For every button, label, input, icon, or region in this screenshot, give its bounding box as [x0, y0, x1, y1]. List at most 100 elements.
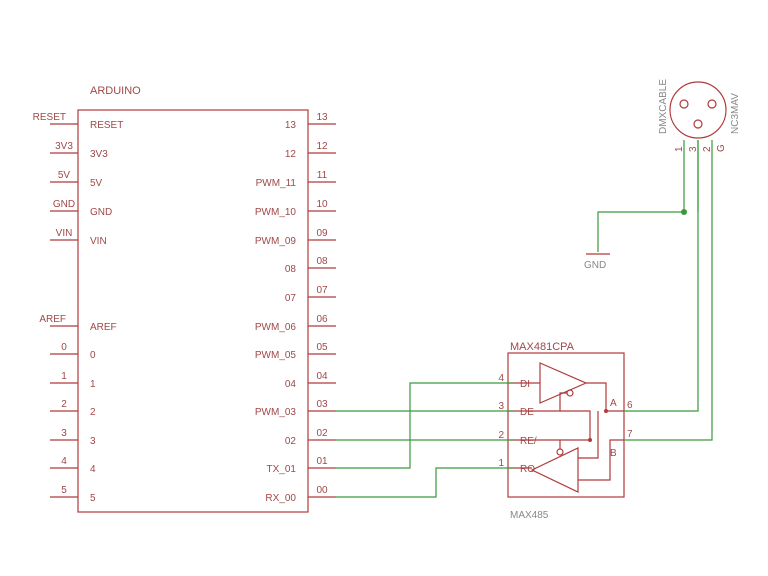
arduino-right-num-1: 12: [316, 141, 328, 152]
dmx-pin-num-3: G: [716, 144, 727, 152]
dmx-name: DMXCABLE: [658, 79, 669, 134]
b-internal: [578, 439, 624, 481]
dmx-pin-num-0: 1: [674, 146, 685, 152]
arduino-right-num-12: 01: [316, 456, 328, 467]
arduino-right-num-9: 04: [316, 371, 328, 382]
wire-tx-di: [336, 382, 514, 469]
max485-pin-num-1: 3: [498, 401, 504, 412]
arduino-left-label-3: GND: [90, 207, 112, 218]
arduino-left-net-0: RESET: [33, 112, 66, 123]
max485-pin-num-0: 4: [498, 373, 504, 384]
arduino-left-net-5: AREF: [39, 314, 66, 325]
arduino-left-label-6: 0: [90, 350, 96, 361]
driver-enable-bubble: [566, 389, 574, 397]
rx-a-internal: [578, 411, 599, 459]
arduino-right-label-10: PWM_03: [255, 407, 297, 418]
wire-a: [624, 140, 699, 412]
arduino-right-num-4: 09: [316, 228, 328, 239]
arduino-right-label-6: 07: [285, 293, 297, 304]
arduino-left-net-2: 5V: [58, 170, 71, 181]
max485-pin-label-1: DE: [520, 407, 534, 418]
arduino-left-net-8: 2: [61, 399, 67, 410]
receiver-enable-bubble: [556, 448, 564, 456]
arduino-right-label-1: 12: [285, 149, 297, 160]
dmx-connector-body: [669, 81, 727, 139]
arduino-right-pins: 1313121211PWM_1110PWM_1009PWM_0908080707…: [255, 112, 336, 504]
arduino-right-label-0: 13: [285, 120, 297, 131]
arduino-right-label-13: RX_00: [265, 493, 296, 504]
arduino-right-num-0: 13: [316, 112, 328, 123]
arduino-body: [77, 109, 309, 513]
arduino-right-label-3: PWM_10: [255, 207, 297, 218]
de-internal: [514, 392, 567, 412]
max485-pin-num-2: 2: [498, 430, 504, 441]
pin-b-label: B: [610, 448, 617, 459]
pin-a-label: A: [610, 398, 617, 409]
arduino-right-num-10: 03: [316, 399, 328, 410]
arduino-left-label-11: 5: [90, 493, 96, 504]
max485-pin-label-3: RO: [520, 464, 535, 475]
gnd-label: GND: [584, 260, 606, 271]
arduino-right-num-3: 10: [316, 199, 328, 210]
arduino-right-label-9: 04: [285, 379, 297, 390]
enable-tie: [560, 410, 591, 441]
wires: [336, 140, 713, 498]
a-junction: [604, 409, 608, 413]
arduino-right-num-7: 06: [316, 314, 328, 325]
arduino-left-label-2: 5V: [90, 178, 103, 189]
dmx-pin-2-socket: [707, 99, 717, 109]
arduino-left-net-10: 4: [61, 456, 67, 467]
arduino-right-label-5: 08: [285, 264, 297, 275]
max485-pin-label-0: DI: [520, 379, 530, 390]
arduino-left-pins: RESET RESET 3V3 3V3 5V 5V GND GND VIN VIN AREF AREF…: [33, 112, 124, 504]
dmx-pin-num-1: 3: [688, 146, 699, 152]
dmx-pin-num-2: 2: [702, 146, 713, 152]
arduino-right-num-5: 08: [316, 256, 328, 267]
max485-input-pins: 4DI 3DE 2RE/1RO: [498, 373, 536, 475]
arduino-right-label-8: PWM_05: [255, 350, 297, 361]
arduino-left-label-8: 2: [90, 407, 96, 418]
arduino-right-num-13: 00: [316, 485, 328, 496]
dmx-pin-1-socket: [679, 99, 689, 109]
arduino-right-label-2: PWM_11: [256, 178, 297, 189]
arduino-left-net-3: GND: [53, 199, 75, 210]
arduino-left-label-1: 3V3: [90, 149, 108, 160]
max485-pin-label-2: RE/: [520, 436, 537, 447]
arduino-right-num-8: 05: [316, 342, 328, 353]
pin-7-num: 7: [627, 429, 633, 440]
driver-buffer: [539, 362, 588, 404]
arduino-right-label-7: PWM_06: [255, 322, 297, 333]
arduino-part[interactable]: ARDUINO RESET RESET 3V3 3V3 5V 5V GND GND VIN VIN…: [33, 85, 336, 513]
arduino-left-label-9: 3: [90, 436, 96, 447]
dmx-value: NC3MAV: [730, 93, 741, 134]
dmx-pin-3-socket: [693, 119, 703, 129]
max485-pin-num-3: 1: [498, 458, 504, 469]
enable-junction: [588, 438, 592, 442]
arduino-right-label-12: TX_01: [267, 464, 297, 475]
arduino-left-net-4: VIN: [56, 228, 73, 239]
arduino-left-net-1: 3V3: [55, 141, 73, 152]
wire-b: [624, 140, 713, 441]
arduino-left-label-10: 4: [90, 464, 96, 475]
max485-value: MAX485: [510, 510, 549, 521]
a-internal: [586, 382, 624, 412]
arduino-left-label-4: VIN: [90, 236, 107, 247]
arduino-name: ARDUINO: [90, 85, 141, 97]
arduino-left-net-6: 0: [61, 342, 67, 353]
arduino-left-label-5: AREF: [90, 322, 117, 333]
arduino-right-label-4: PWM_09: [255, 236, 297, 247]
arduino-left-label-0: RESET: [90, 120, 123, 131]
arduino-left-net-9: 3: [61, 428, 67, 439]
arduino-right-num-11: 02: [316, 428, 328, 439]
gnd-symbol: GND: [584, 253, 610, 271]
gnd-junction: [681, 209, 687, 215]
arduino-right-num-6: 07: [316, 285, 328, 296]
arduino-left-net-7: 1: [61, 371, 67, 382]
max485-name: MAX481CPA: [510, 341, 575, 353]
wire-rx-ro: [336, 467, 514, 498]
max485-body: [507, 352, 625, 498]
